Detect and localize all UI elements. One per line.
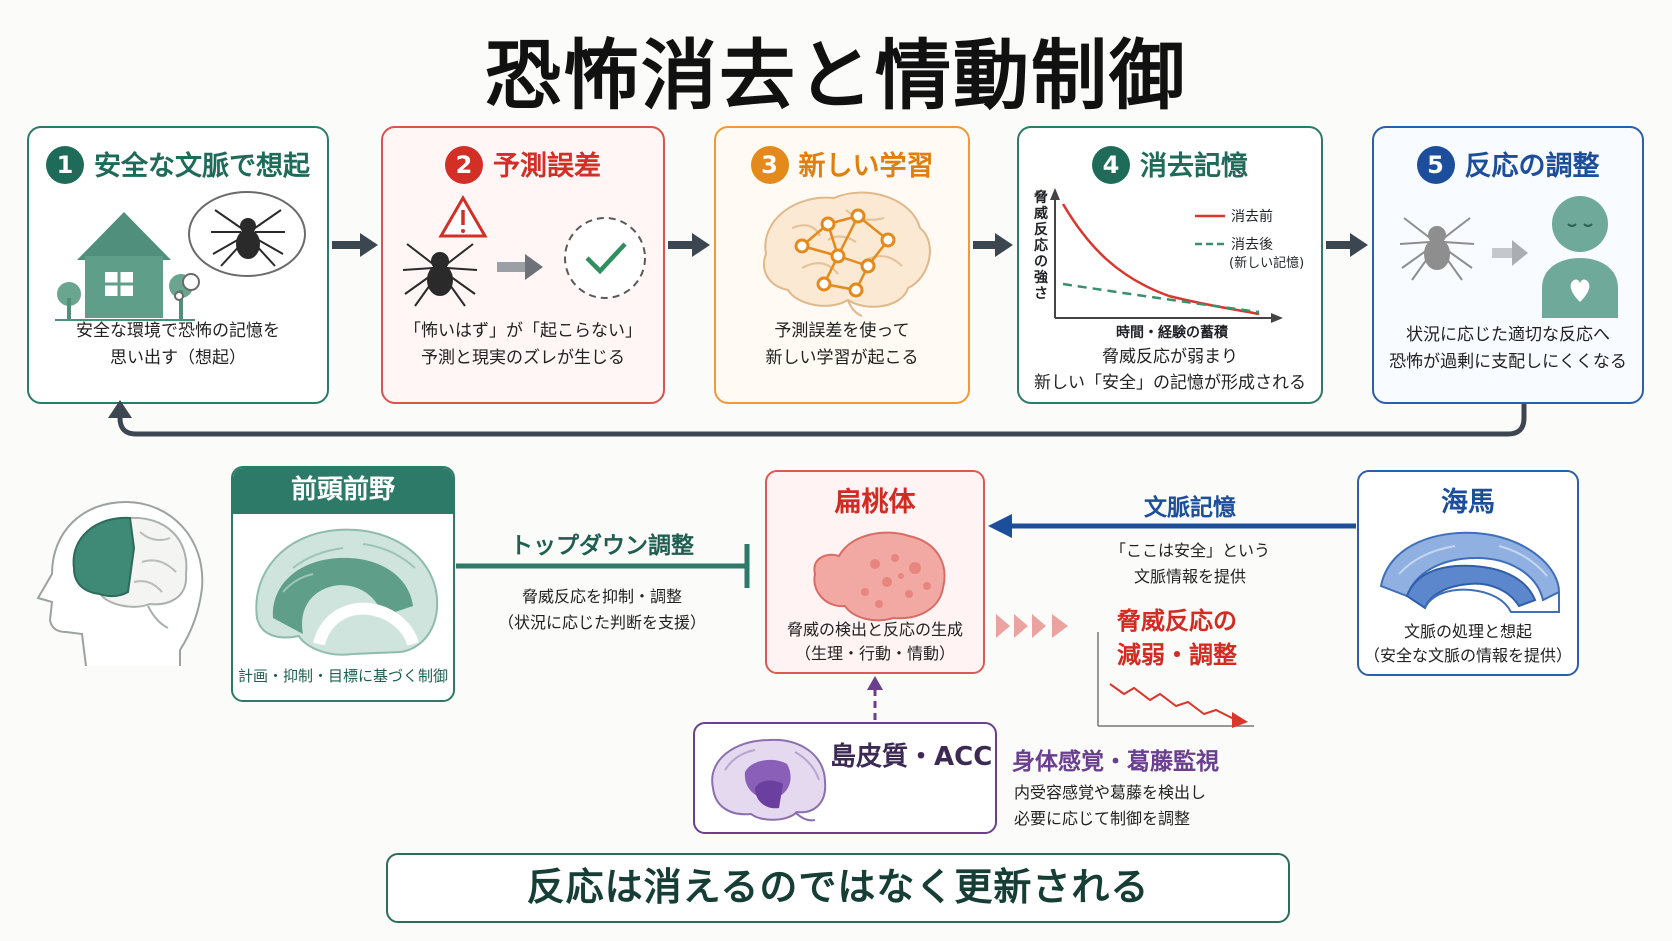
pfc-title: 前頭前野 xyxy=(233,468,453,514)
flow-arrows xyxy=(332,233,1368,257)
house-thought-spider-icon xyxy=(55,191,306,321)
insula-title: 島皮質・ACC xyxy=(830,742,993,772)
legend-before: 消去前 xyxy=(1231,209,1273,225)
context-desc: 「ここは安全」という文脈情報を提供 xyxy=(1109,541,1270,586)
step-number-1: 1 xyxy=(46,146,84,184)
step-desc-3: 予測誤差を使って新しい学習が起こる xyxy=(765,321,919,368)
check-circle-icon xyxy=(564,217,646,299)
step-title-4: 消去記憶 xyxy=(1140,151,1248,182)
step-title-2: 予測誤差 xyxy=(493,151,601,182)
spider-icon xyxy=(211,209,285,267)
context-label: 文脈記憶 xyxy=(1144,495,1236,521)
spider-icon xyxy=(402,243,478,307)
calm-person-icon xyxy=(1399,196,1618,318)
insula-brain-icon xyxy=(711,738,827,822)
chart-y-label: 脅威反応の強さ xyxy=(1034,190,1048,302)
step-desc-2: 「怖いはず」が「起こらない」予測と現実のズレが生じる xyxy=(404,321,642,368)
person-icon xyxy=(1542,196,1618,318)
legend-after: 消去後 xyxy=(1231,237,1273,253)
topdown-desc: 脅威反応を抑制・調整（状況に応じた判断を支援） xyxy=(497,587,706,632)
pfc-brain-icon xyxy=(255,528,439,656)
hippocampus-title: 海馬 xyxy=(1441,487,1495,518)
loop-back-arrow xyxy=(117,404,1527,437)
amygdala-title: 扁桃体 xyxy=(834,487,916,518)
step-desc-5: 状況に応じた適切な反応へ恐怖が過剰に支配しにくくなる xyxy=(1389,325,1627,372)
step-number-2: 2 xyxy=(445,146,483,184)
conclusion-banner: 反応は消えるのではなく更新される xyxy=(386,853,1290,923)
reduction-graph-line xyxy=(1109,683,1237,721)
heart-icon xyxy=(1570,279,1590,302)
step-number-3: 3 xyxy=(750,146,789,184)
step-card-3: 3 新しい学習 予測誤差を使って新しい学習が起こる xyxy=(714,126,970,404)
warning-icon xyxy=(438,195,488,238)
prefrontal-cortex-box: 前頭前野 計画・抑制・目標に基づく制御 xyxy=(231,466,455,702)
step-card-5: 5 反応の調整 状況に応じた適切な反応へ恐怖が過剰に支配しにくくなる xyxy=(1372,126,1644,404)
step-desc-1: 安全な環境で恐怖の記憶を思い出す（想起） xyxy=(76,321,280,368)
amygdala-icon xyxy=(813,531,946,622)
prediction-error-icon xyxy=(402,195,646,307)
hippocampus-box: 海馬 文脈の処理と想起（安全な文脈の情報を提供） xyxy=(1357,470,1579,676)
step-title-1: 安全な文脈で想起 xyxy=(94,151,310,182)
step-desc-4: 脅威反応が弱まり新しい「安全」の記憶が形成される xyxy=(1034,347,1306,393)
step-card-1: 1 安全な文脈で想起 安全な環境で恐怖の記憶を思い出す（想起） xyxy=(27,126,329,404)
step-title-3: 新しい学習 xyxy=(798,151,934,182)
step-header-3: 3 新しい学習 xyxy=(716,144,968,184)
amygdala-box: 扁桃体 脅威の検出と反応の生成（生理・行動・情動） xyxy=(765,470,985,674)
insula-acc-box: 島皮質・ACC xyxy=(693,722,997,834)
pfc-caption: 計画・抑制・目標に基づく制御 xyxy=(237,667,448,685)
step-header-5: 5 反応の調整 xyxy=(1374,144,1642,184)
step-header-4: 4 消去記憶 xyxy=(1019,144,1321,184)
chart-x-label: 時間・経験の蓄積 xyxy=(1116,325,1228,341)
house-icon xyxy=(55,212,195,321)
monitoring-label: 身体感覚・葛藤監視 xyxy=(1012,749,1219,775)
step-title-5: 反応の調整 xyxy=(1464,151,1600,182)
reduction-chevrons xyxy=(996,614,1068,638)
step-card-4: 4 消去記憶 脅威反応の強さ 消去前 消去後 (新しい記憶) 時間・経験の蓄積 脅… xyxy=(1017,126,1323,404)
reduction-label: 脅威反応の減弱・調整 xyxy=(1117,607,1237,669)
step-number-4: 4 xyxy=(1092,146,1130,184)
extinction-chart xyxy=(1050,188,1283,323)
head-brain-icon xyxy=(36,500,204,667)
step-header-1: 1 安全な文脈で想起 xyxy=(29,144,327,184)
spider-icon xyxy=(1399,217,1475,281)
step-card-2: 2 予測誤差 「怖いはず」が「起こらない」予測と現実のズレが生じる xyxy=(381,126,665,404)
monitoring-desc: 内受容感覚や葛藤を検出し必要に応じて制御を調整 xyxy=(1014,783,1207,828)
amygdala-desc: 脅威の検出と反応の生成（生理・行動・情動） xyxy=(786,620,963,663)
legend-after-sub: (新しい記憶) xyxy=(1229,256,1305,271)
arrow-right-icon xyxy=(497,254,543,280)
topdown-label: トップダウン調整 xyxy=(510,533,694,559)
step-header-2: 2 予測誤差 xyxy=(383,144,663,184)
step-number-5: 5 xyxy=(1416,146,1455,184)
hippocampus-desc: 文脈の処理と想起（安全な文脈の情報を提供） xyxy=(1363,622,1572,665)
page-title: 恐怖消去と情動制御 xyxy=(485,31,1187,120)
hippocampus-icon xyxy=(1379,531,1561,613)
brain-network-icon xyxy=(763,191,931,317)
arrow-right-icon xyxy=(1492,240,1528,266)
